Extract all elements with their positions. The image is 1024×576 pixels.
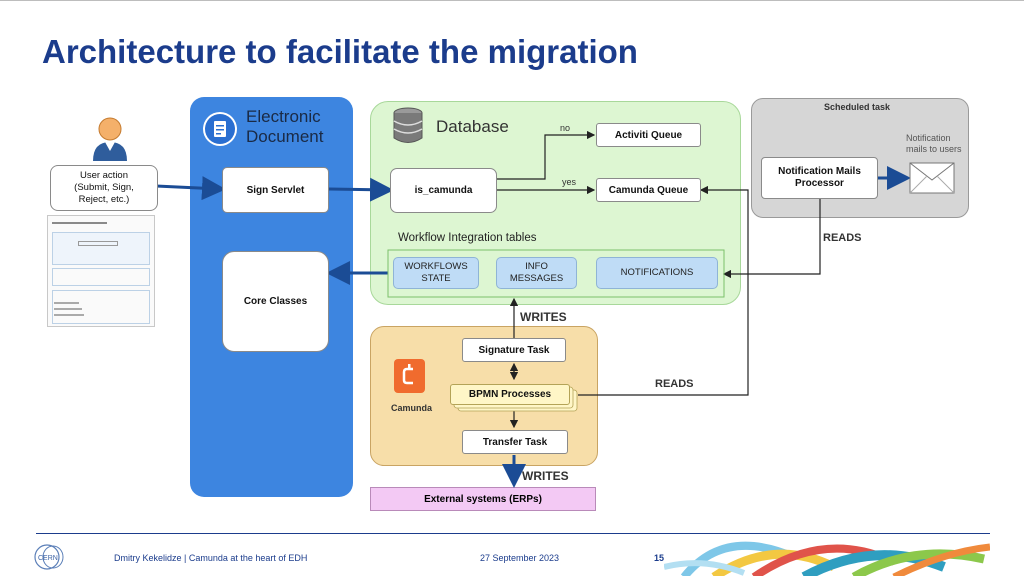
electronic-document-title: Electronic Document [246, 107, 324, 146]
database-title: Database [436, 117, 509, 136]
user-icon [90, 115, 130, 161]
activiti-queue-box: Activiti Queue [596, 123, 701, 147]
bpmn-processes-box: BPMN Processes [450, 384, 570, 405]
form-thumbnail [47, 215, 155, 327]
reads-label-right: READS [823, 232, 862, 244]
user-action-box: User action (Submit, Sign, Reject, etc.) [50, 165, 158, 211]
notifications-table: NOTIFICATIONS [596, 257, 718, 289]
database-icon [392, 107, 424, 145]
writes-label-bottom: WRITES [522, 469, 569, 483]
branch-no-label: no [560, 123, 571, 133]
page-title: Architecture to facilitate the migration [42, 33, 638, 70]
document-icon [203, 112, 237, 146]
cern-logo: CERN [33, 542, 65, 572]
camunda-queue-box: Camunda Queue [596, 178, 701, 202]
reads-label-middle: READS [655, 378, 694, 390]
writes-label-top: WRITES [520, 310, 567, 324]
footer-date: 27 September 2023 [480, 553, 560, 563]
camunda-logo-icon [394, 359, 425, 393]
transfer-task-box: Transfer Task [462, 430, 568, 454]
sign-servlet-box: Sign Servlet [222, 167, 329, 213]
branch-yes-label: yes [562, 177, 577, 187]
workflow-tables-title: Workflow Integration tables [398, 232, 537, 244]
signature-task-box: Signature Task [462, 338, 566, 362]
arrow-servlet-to-is-camunda [328, 177, 394, 202]
decorative-arcs [664, 537, 990, 576]
arrow-no-branch [497, 130, 596, 180]
info-messages-table: INFO MESSAGES [496, 257, 577, 289]
notification-processor-box: Notification Mails Processor [761, 157, 878, 199]
footer-author: Dmitry Kekelidze | Camunda at the heart … [114, 553, 308, 563]
workflow-tables-frame [387, 249, 725, 298]
arrow-reads-notifications [722, 199, 821, 279]
core-classes-box: Core Classes [222, 251, 329, 352]
scheduled-task-title: Scheduled task [824, 102, 891, 112]
envelope-icon [909, 162, 955, 194]
is-camunda-box: is_camunda [390, 168, 497, 213]
workflows-state-table: WORKFLOWS STATE [393, 257, 479, 289]
arrow-reads-queue [578, 185, 749, 396]
footer-page-number: 15 [654, 553, 665, 563]
arrow-user-to-servlet [155, 176, 226, 201]
camunda-logo-label: Camunda [391, 403, 433, 413]
cern-logo-text: CERN [38, 555, 58, 562]
footer-divider [36, 533, 990, 534]
notification-mails-label: Notification mails to users [906, 133, 962, 154]
external-systems-box: External systems (ERPs) [370, 487, 596, 511]
